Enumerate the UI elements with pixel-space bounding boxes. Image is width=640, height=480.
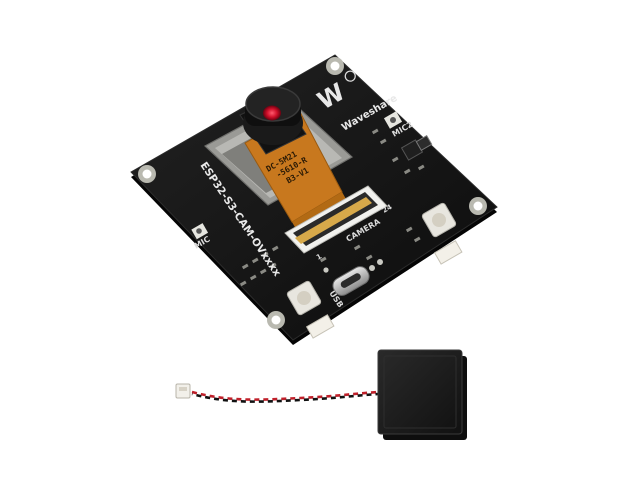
pin-label-1: 1	[315, 252, 323, 261]
mounting-holes	[138, 57, 487, 329]
mic-right	[383, 111, 403, 129]
pin-label-24: 24	[381, 203, 394, 215]
fpc-connector	[284, 185, 388, 254]
mic-left	[191, 223, 209, 240]
jst-connector-right	[433, 240, 463, 265]
lipo-battery	[175, 349, 467, 440]
camera-module	[239, 86, 307, 155]
boot-button	[421, 202, 457, 238]
battery-wire	[191, 390, 379, 403]
camera-lens-icon	[263, 105, 281, 121]
jst-connector-bottom	[305, 314, 335, 339]
battery-pack	[377, 349, 463, 435]
smd-components	[239, 128, 433, 287]
usb-c-port	[332, 266, 370, 296]
esp32-camera-board: DC-5M21 -5610-R B3-V1	[130, 54, 498, 345]
reset-button	[286, 280, 322, 316]
